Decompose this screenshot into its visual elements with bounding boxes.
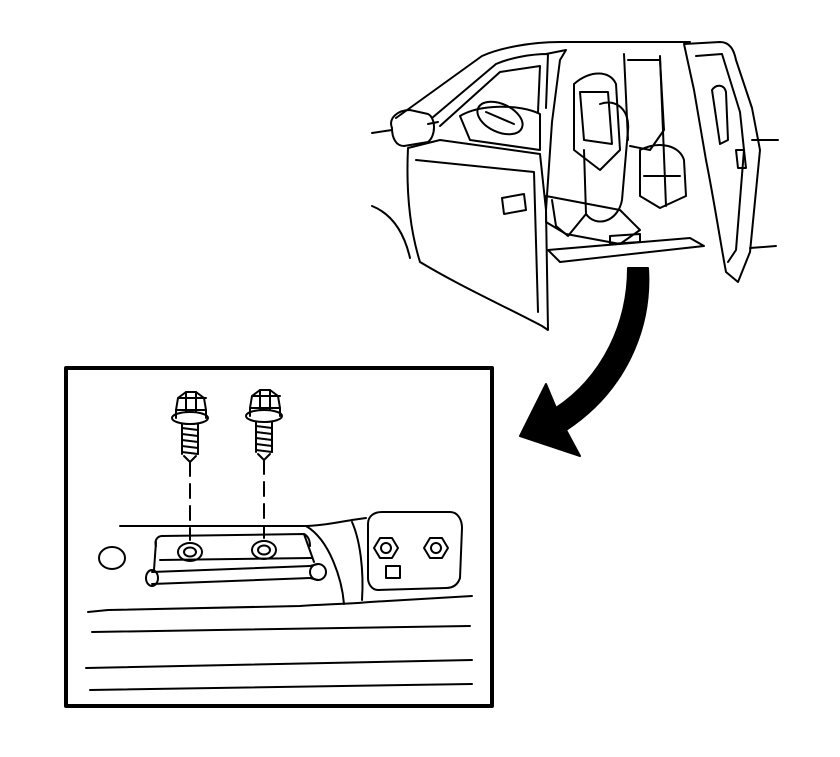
bolt-hole-right (251, 540, 277, 560)
side-mirror (390, 109, 435, 147)
panel-lower-edge (87, 595, 473, 613)
latch-plate (351, 511, 463, 601)
front-door (406, 139, 549, 331)
detail-view-frame (64, 366, 494, 708)
truck-roof (395, 41, 691, 119)
front-seat (573, 72, 621, 171)
steering-wheel (476, 100, 524, 136)
bolt-hole-left (177, 542, 203, 562)
door-striker (145, 533, 327, 587)
pickup-truck (371, 41, 779, 331)
dashboard (459, 105, 541, 151)
detail-view (85, 389, 473, 691)
rear-seat (627, 59, 665, 151)
rear-door (683, 41, 761, 283)
door-sill (547, 237, 705, 263)
windshield (431, 53, 549, 119)
body-plug (98, 546, 126, 570)
bolt-left (171, 391, 209, 463)
door-handle (501, 193, 527, 215)
windshield-inner (439, 65, 541, 127)
curved-arrow-icon (519, 267, 650, 457)
bolt-right (245, 389, 283, 461)
panel-top-edge (119, 517, 367, 527)
truck-hood (371, 129, 411, 259)
truck-bed-edge (749, 139, 779, 249)
